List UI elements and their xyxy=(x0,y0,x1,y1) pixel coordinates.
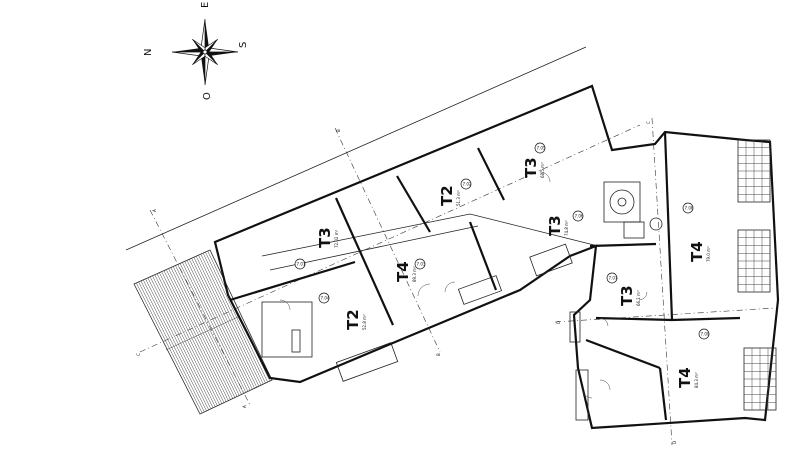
unit-type-text: T4 xyxy=(688,241,706,262)
unit-type-text: T2 xyxy=(438,185,456,206)
unit-tag: 7.01 xyxy=(294,258,306,270)
axis-marker-label: D xyxy=(556,321,561,324)
site-boundary-line xyxy=(125,46,587,251)
unit-label: T3 68.5 m² xyxy=(522,157,545,178)
axis-line-c xyxy=(139,124,641,353)
unit-type-text: T3 xyxy=(618,285,636,306)
axis-marker-label: A xyxy=(242,405,247,408)
axis-marker-label: A xyxy=(152,209,157,212)
compass-rose: N S E O xyxy=(143,2,249,100)
hatched-terrace xyxy=(133,249,273,415)
unit-label: T4 79.0 m² xyxy=(688,241,711,262)
unit-label: T4 89.3 m² xyxy=(394,261,417,282)
unit-tag: 7.09 xyxy=(698,328,710,340)
unit-tag-text: 7.05 xyxy=(537,146,546,151)
unit-label: T2 51.3 m² xyxy=(438,185,461,206)
axis-lines xyxy=(139,117,776,446)
unit-label: T2 52.8 m² xyxy=(344,309,367,330)
axis-markers: A A B B C C D D xyxy=(136,121,677,444)
building-walls xyxy=(213,84,780,430)
unit-tag: 7.07 xyxy=(606,272,618,284)
compass-east-label: E xyxy=(200,2,211,8)
unit-tag-text: 7.04 xyxy=(321,296,330,301)
unit-type-text: T3 xyxy=(546,215,564,236)
unit-label: T4 84.3 m² xyxy=(676,367,699,388)
unit-label: T3 66.1 m² xyxy=(618,285,641,306)
unit-tag-text: 7.02 xyxy=(463,182,472,187)
axis-marker-label: B xyxy=(436,353,441,356)
unit-area-text: 66.1 m² xyxy=(636,290,641,306)
unit-tag-text: 7.01 xyxy=(297,262,306,267)
balconies xyxy=(335,243,589,421)
compass-west-label: O xyxy=(202,92,213,100)
unit-tag-text: 7.08 xyxy=(685,206,694,211)
terraces-right xyxy=(737,139,777,411)
unit-area-text: 72.02 m² xyxy=(334,229,339,248)
axis-line-d xyxy=(651,117,673,446)
unit-tag-text: 7.07 xyxy=(609,276,618,281)
unit-area-text: 51.3 m² xyxy=(456,190,461,206)
unit-tag: 7.08 xyxy=(682,202,694,214)
unit-area-text: 68.5 m² xyxy=(540,162,545,178)
unit-tag: 7.03 xyxy=(414,258,426,270)
unit-tag: 7.02 xyxy=(460,178,472,190)
compass-star-icon xyxy=(171,18,239,86)
unit-tag-text: 7.03 xyxy=(417,262,426,267)
axis-marker-label: C xyxy=(136,353,141,356)
axis-marker-label: D xyxy=(672,441,677,444)
axis-marker-label: C xyxy=(646,121,651,124)
unit-tag-text: 7.09 xyxy=(701,332,710,337)
axis-line-b xyxy=(334,127,441,353)
compass-north-label: N xyxy=(143,49,154,56)
unit-label: T3 72.02 m² xyxy=(316,227,339,248)
unit-type-text: T4 xyxy=(676,367,694,388)
unit-type-text: T3 xyxy=(316,227,334,248)
axis-marker-label: B xyxy=(336,129,341,132)
axis-line-e xyxy=(554,307,776,323)
unit-type-text: T3 xyxy=(522,157,540,178)
unit-area-text: 84.3 m² xyxy=(694,372,699,388)
unit-tag: 7.04 xyxy=(318,292,330,304)
unit-area-text: 74.8 m² xyxy=(564,220,569,236)
unit-tag-text: 7.06 xyxy=(575,214,584,219)
unit-area-text: 52.8 m² xyxy=(362,314,367,330)
unit-tag: 7.06 xyxy=(572,210,584,222)
staircase xyxy=(603,181,663,239)
unit-area-text: 89.3 m² xyxy=(412,266,417,282)
compass-south-label: S xyxy=(238,42,249,48)
unit-tag: 7.05 xyxy=(534,142,546,154)
unit-label: T3 74.8 m² xyxy=(546,215,569,236)
unit-type-text: T4 xyxy=(394,261,412,282)
door-swings xyxy=(279,171,648,399)
unit-type-text: T2 xyxy=(344,309,362,330)
unit-area-text: 79.0 m² xyxy=(706,246,711,262)
